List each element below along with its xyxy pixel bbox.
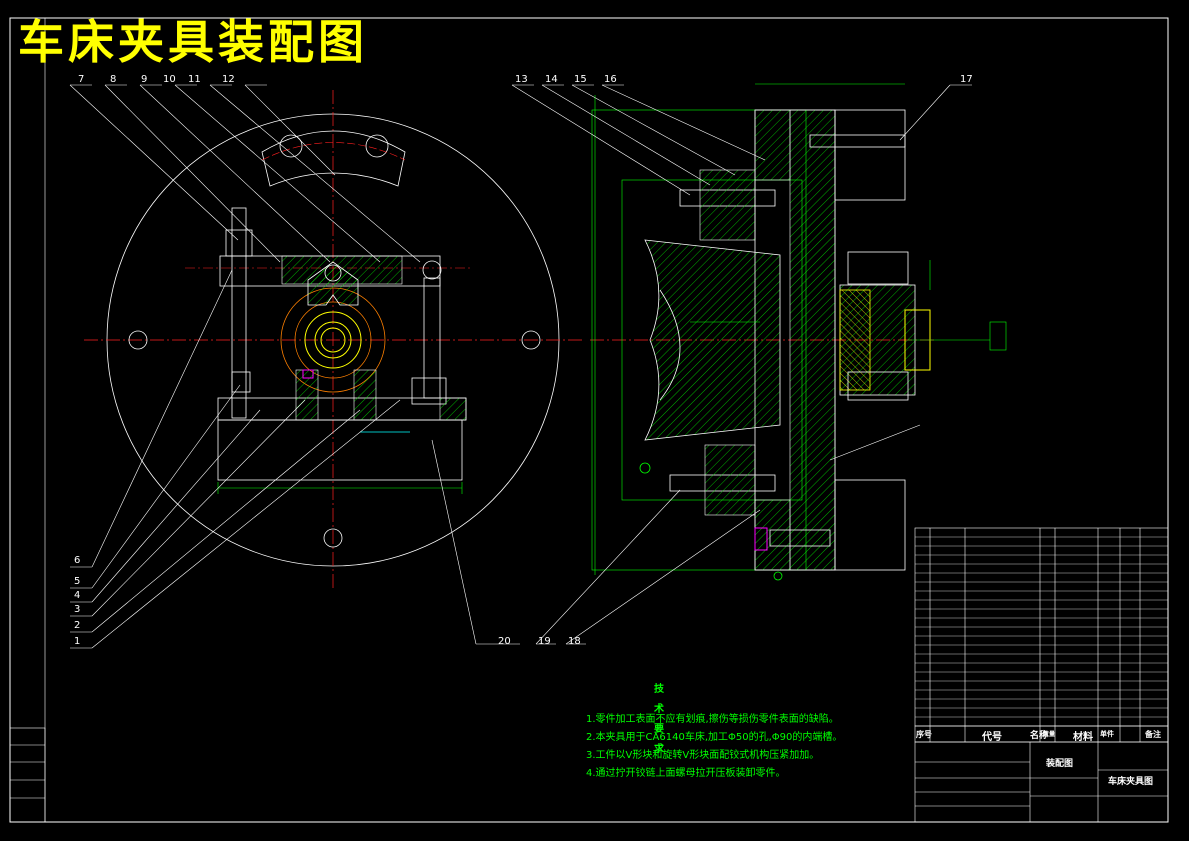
- balloon-2: 2: [74, 620, 81, 631]
- balloon-11: 11: [188, 74, 201, 85]
- tech-line-3: 3.工件以V形块和旋转V形块面配铰式机构压紧加加。: [586, 750, 820, 761]
- balloon-20: 20: [498, 636, 511, 647]
- header-qty: 数量: [1043, 731, 1056, 738]
- balloon-18: 18: [568, 636, 581, 647]
- outer-frame: [9, 17, 1169, 823]
- parts-list-rows: [915, 536, 1168, 718]
- balloon-14: 14: [545, 74, 558, 85]
- balloon-12: 12: [222, 74, 235, 85]
- balloon-6: 6: [74, 555, 81, 566]
- leaders-right: [511, 84, 972, 645]
- tech-heading: 技术要求: [654, 684, 664, 755]
- header-weight: 单件: [1100, 730, 1114, 738]
- section-view: [590, 83, 1007, 581]
- title-block-name: 车床夹具图: [1108, 777, 1154, 787]
- balloon-15: 15: [574, 74, 587, 85]
- balloon-19: 19: [538, 636, 551, 647]
- header-remark: 备注: [1145, 730, 1161, 739]
- tech-line-2: 2.本夹具用于CA6140车床,加工Φ50的孔,Φ90的内端槽。: [586, 732, 843, 743]
- balloon-5: 5: [74, 576, 81, 587]
- balloon-9: 9: [141, 74, 148, 85]
- leaders-left: [69, 84, 520, 649]
- left-strip: [9, 727, 46, 823]
- balloon-1: 1: [74, 636, 81, 647]
- front-view: [84, 90, 583, 590]
- inner-frame: [44, 17, 1169, 823]
- balloon-7: 7: [78, 74, 85, 85]
- balloon-10: 10: [163, 74, 176, 85]
- balloon-3: 3: [74, 604, 81, 615]
- balloon-8: 8: [110, 74, 117, 85]
- balloon-13: 13: [515, 74, 528, 85]
- tech-line-4: 4.通过拧开铰链上面螺母拉开压板装卸零件。: [586, 768, 786, 779]
- balloon-16: 16: [604, 74, 617, 85]
- header-material: 材料: [1073, 732, 1093, 743]
- header-name: 名称: [1030, 731, 1049, 741]
- balloon-4: 4: [74, 590, 81, 601]
- drawing-title: 车床夹具装配图: [18, 15, 368, 69]
- header-code: 代号: [982, 732, 1002, 743]
- balloon-17: 17: [960, 74, 973, 85]
- tech-line-1: 1.零件加工表面不应有划痕,擦伤等损伤零件表面的缺陷。: [586, 714, 839, 725]
- header-seq: 序号: [916, 730, 932, 739]
- title-block-drawing: 装配图: [1046, 759, 1074, 769]
